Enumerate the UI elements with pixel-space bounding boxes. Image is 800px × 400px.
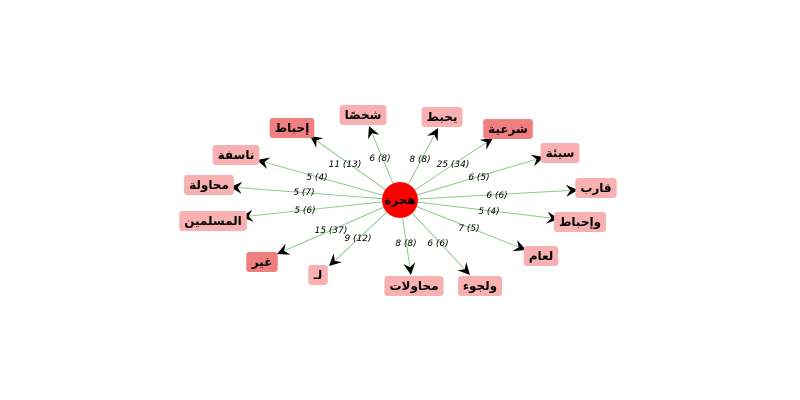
node-box <box>246 252 278 272</box>
edge-line <box>285 206 384 251</box>
edge-line <box>407 135 435 185</box>
arrowhead <box>403 262 416 275</box>
node-box <box>384 276 444 296</box>
node-label: سيئة <box>546 146 575 160</box>
edge-line <box>414 142 486 191</box>
node-box <box>483 119 533 139</box>
center-node[interactable]: هجرة <box>382 182 418 218</box>
arrowhead <box>457 262 470 275</box>
edge-line <box>416 206 518 248</box>
edge-label: 6 (8) <box>369 154 390 164</box>
node-6[interactable]: وإحباط <box>553 212 607 232</box>
arrowhead <box>546 211 559 224</box>
node-box <box>523 246 559 266</box>
node-14[interactable]: ناسفة <box>212 145 260 165</box>
node-11[interactable]: غير <box>246 252 278 272</box>
arrowhead <box>310 136 324 148</box>
arrowhead <box>277 243 291 255</box>
node-label: قارب <box>580 181 611 195</box>
node-label: وإحباط <box>559 215 601 230</box>
edge-label: 5 (7) <box>293 188 314 198</box>
edge-label: 25 (34) <box>437 160 470 170</box>
edge-line <box>417 201 551 219</box>
node-label: محاولات <box>389 279 438 294</box>
edges-layer <box>230 126 578 275</box>
arrowhead <box>368 126 380 140</box>
node-label: لـ <box>313 268 323 282</box>
node-label: غير <box>251 255 273 269</box>
arrowhead <box>479 138 493 150</box>
node-7[interactable]: لعام <box>523 246 559 266</box>
arrowhead <box>329 253 342 266</box>
node-box <box>179 211 247 231</box>
node-label: محاولة <box>189 178 229 193</box>
arrowhead <box>241 209 254 222</box>
edge-label: 7 (5) <box>458 224 479 234</box>
node-box <box>184 175 234 195</box>
edge-label: 15 (37) <box>315 226 348 236</box>
edge-labels-layer: 6 (8) 8 (8) 25 (34) 6 (5) 6 (6) 5 (4) 7 (5) 6 (… <box>293 154 507 249</box>
arrowhead <box>427 128 438 142</box>
node-3[interactable]: شرعية <box>483 119 533 139</box>
node-label: شرعية <box>488 122 528 136</box>
edge-line <box>249 201 383 217</box>
edge-label: 5 (6) <box>294 206 315 216</box>
node-label: ولجوء <box>463 279 497 294</box>
node-9[interactable]: محاولات <box>384 276 444 296</box>
node-label: إحباط <box>275 121 310 135</box>
nodes-layer: شخصًا يحبط شرعية سيئة قارب وإحباط لعام ولجوء محا… <box>179 105 617 296</box>
edge-label: 5 (4) <box>478 207 499 217</box>
edge-label: 9 (12) <box>344 234 371 244</box>
edge-label: 8 (8) <box>395 239 416 249</box>
edge-label: 6 (6) <box>486 191 507 201</box>
center-node-circle <box>382 182 418 218</box>
node-4[interactable]: سيئة <box>540 143 580 163</box>
node-box <box>575 178 617 198</box>
edge-line <box>411 212 465 269</box>
edge-line <box>317 140 386 190</box>
node-13[interactable]: محاولة <box>184 175 234 195</box>
edge-line <box>335 211 388 261</box>
edge-line <box>265 161 383 196</box>
arrowhead <box>512 240 526 252</box>
node-box <box>308 265 328 285</box>
arrowhead <box>230 181 243 194</box>
edge-line <box>402 217 411 267</box>
node-box <box>269 118 315 138</box>
node-label: لعام <box>529 249 554 264</box>
arrowhead <box>257 157 271 169</box>
node-8[interactable]: ولجوء <box>457 276 503 296</box>
center-node-label: هجرة <box>384 193 416 207</box>
node-label: ناسفة <box>218 148 255 162</box>
edge-line <box>372 134 394 184</box>
node-12[interactable]: المسلمين <box>179 211 247 231</box>
node-box <box>212 145 260 165</box>
node-box <box>339 105 387 125</box>
edge-label: 11 (13) <box>329 160 362 170</box>
node-label: يحبط <box>427 110 458 124</box>
node-box <box>553 212 607 232</box>
node-15[interactable]: إحباط <box>269 118 315 138</box>
node-label: المسلمين <box>184 214 242 228</box>
edge-label: 5 (4) <box>306 173 327 183</box>
node-5[interactable]: قارب <box>575 178 617 198</box>
node-1[interactable]: شخصًا <box>339 105 387 125</box>
node-box <box>421 107 463 127</box>
node-box <box>540 143 580 163</box>
node-10[interactable]: لـ <box>308 265 328 285</box>
node-label: شخصًا <box>345 108 382 122</box>
edge-label: 6 (6) <box>427 239 448 249</box>
edge-label: 8 (8) <box>409 155 430 165</box>
edge-label: 6 (5) <box>468 173 489 183</box>
edge-line <box>238 187 383 200</box>
edge-line <box>417 190 570 200</box>
edge-line <box>417 159 536 196</box>
node-box <box>457 276 503 296</box>
node-2[interactable]: يحبط <box>421 107 463 127</box>
arrowhead <box>565 184 578 197</box>
